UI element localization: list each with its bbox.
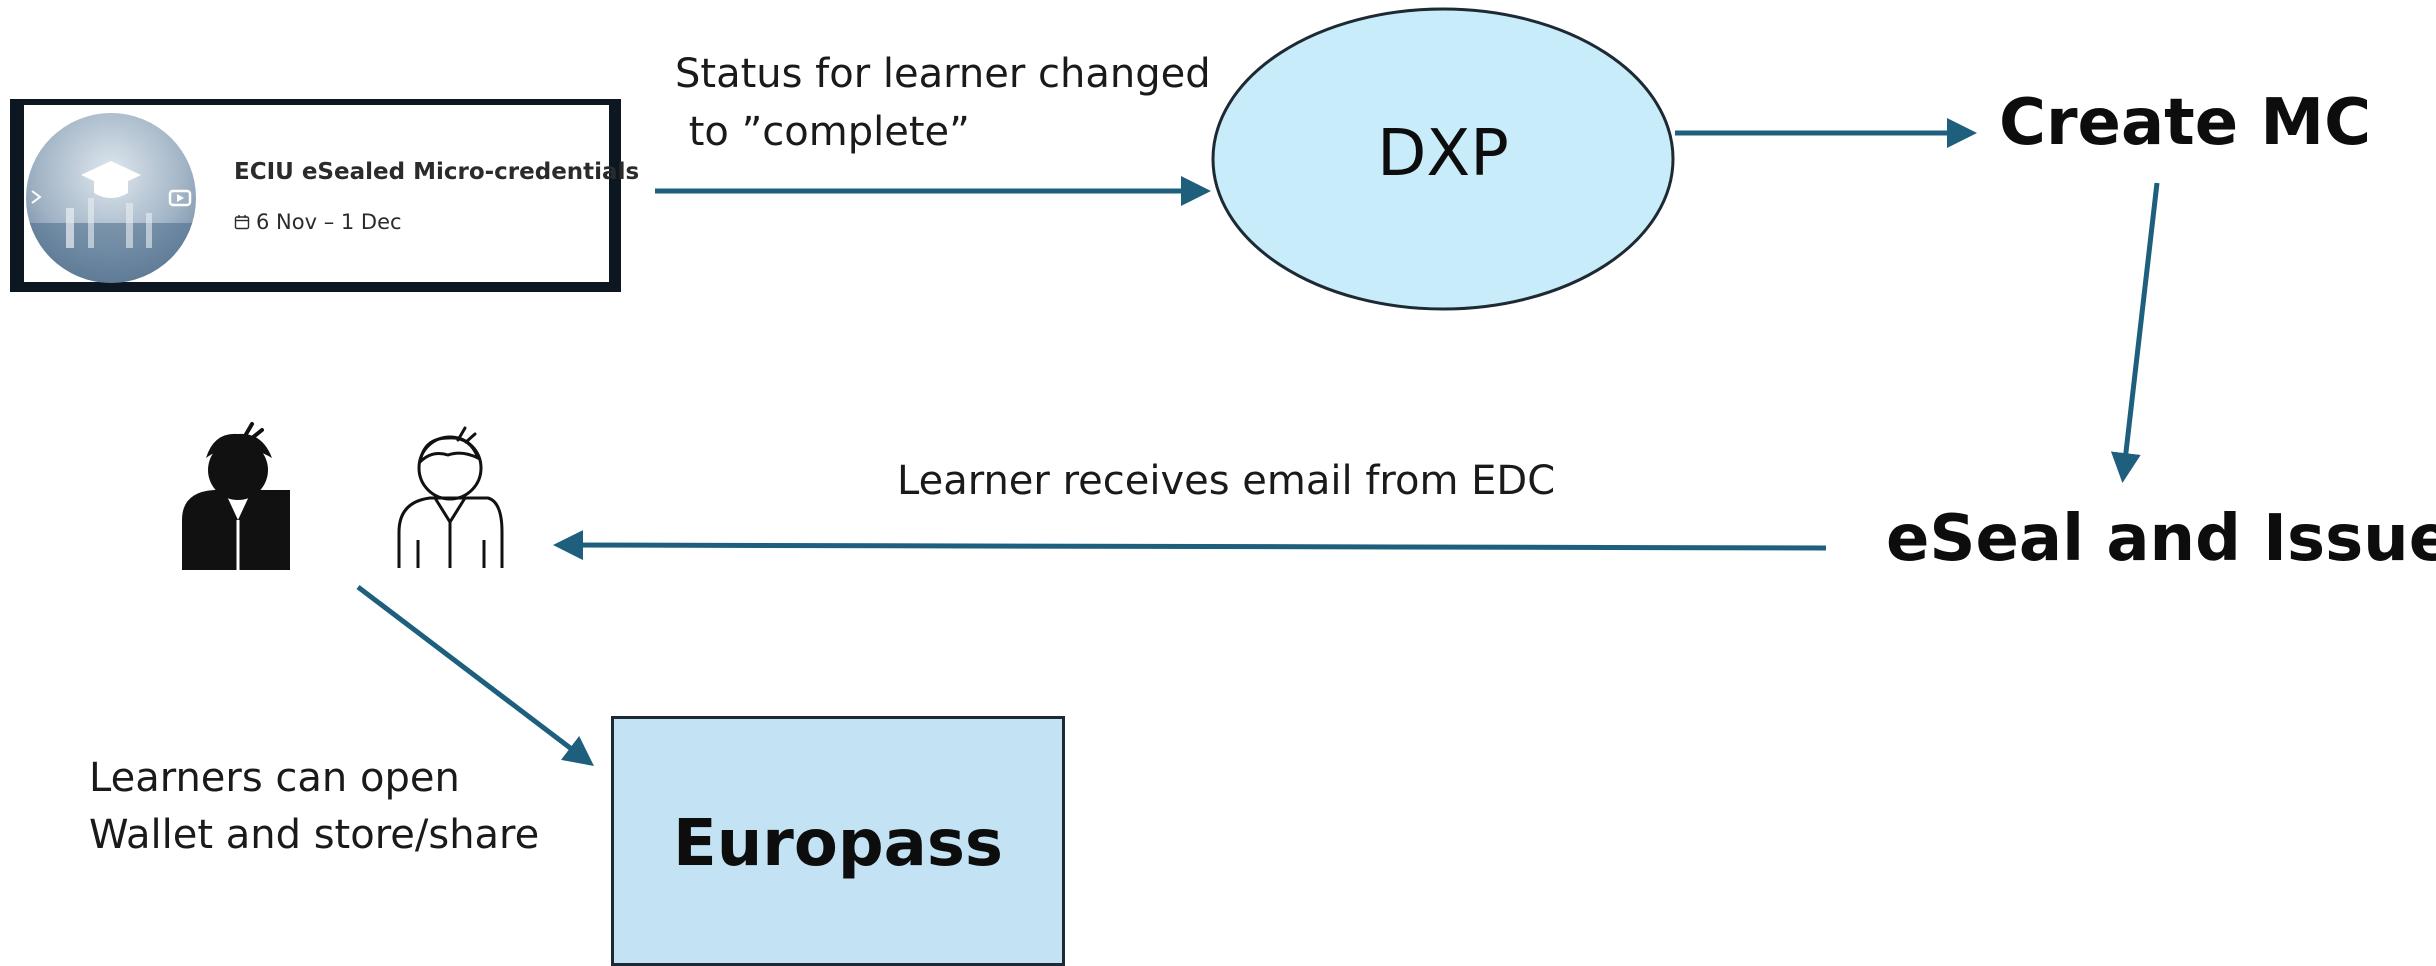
wallet-label-line2: Wallet and store/share bbox=[89, 812, 540, 858]
arrow-create-mc-to-eseal bbox=[2110, 182, 2160, 483]
course-thumbnail bbox=[26, 113, 196, 283]
europass-node: Europass bbox=[611, 716, 1065, 966]
course-date: 6 Nov – 1 Dec bbox=[234, 210, 402, 234]
course-title: ECIU eSealed Micro-credentials bbox=[234, 159, 640, 185]
learner-outline-icon bbox=[397, 426, 504, 568]
course-date-text: 6 Nov – 1 Dec bbox=[256, 210, 402, 234]
calendar-icon bbox=[234, 215, 250, 230]
arrow-eseal-to-learner bbox=[553, 530, 1827, 561]
dxp-ellipse bbox=[1211, 7, 1675, 311]
wallet-label-line1: Learners can open bbox=[89, 755, 460, 801]
arrow-learner-to-europass bbox=[356, 585, 594, 767]
graduation-cap-icon bbox=[26, 161, 196, 283]
course-card: ECIU eSealed Micro-credentials 6 Nov – 1… bbox=[10, 99, 639, 292]
dxp-node-label: DXP bbox=[1377, 117, 1509, 191]
europass-label: Europass bbox=[673, 807, 1003, 881]
learner-filled-icon bbox=[182, 422, 290, 570]
eseal-issue-node: eSeal and Issue bbox=[1886, 502, 2436, 576]
create-mc-node: Create MC bbox=[1999, 86, 2372, 160]
status-change-label-line1: Status for learner changed bbox=[675, 51, 1211, 97]
status-change-label-line2: to ”complete” bbox=[676, 109, 970, 155]
email-label: Learner receives email from EDC bbox=[897, 458, 1556, 504]
